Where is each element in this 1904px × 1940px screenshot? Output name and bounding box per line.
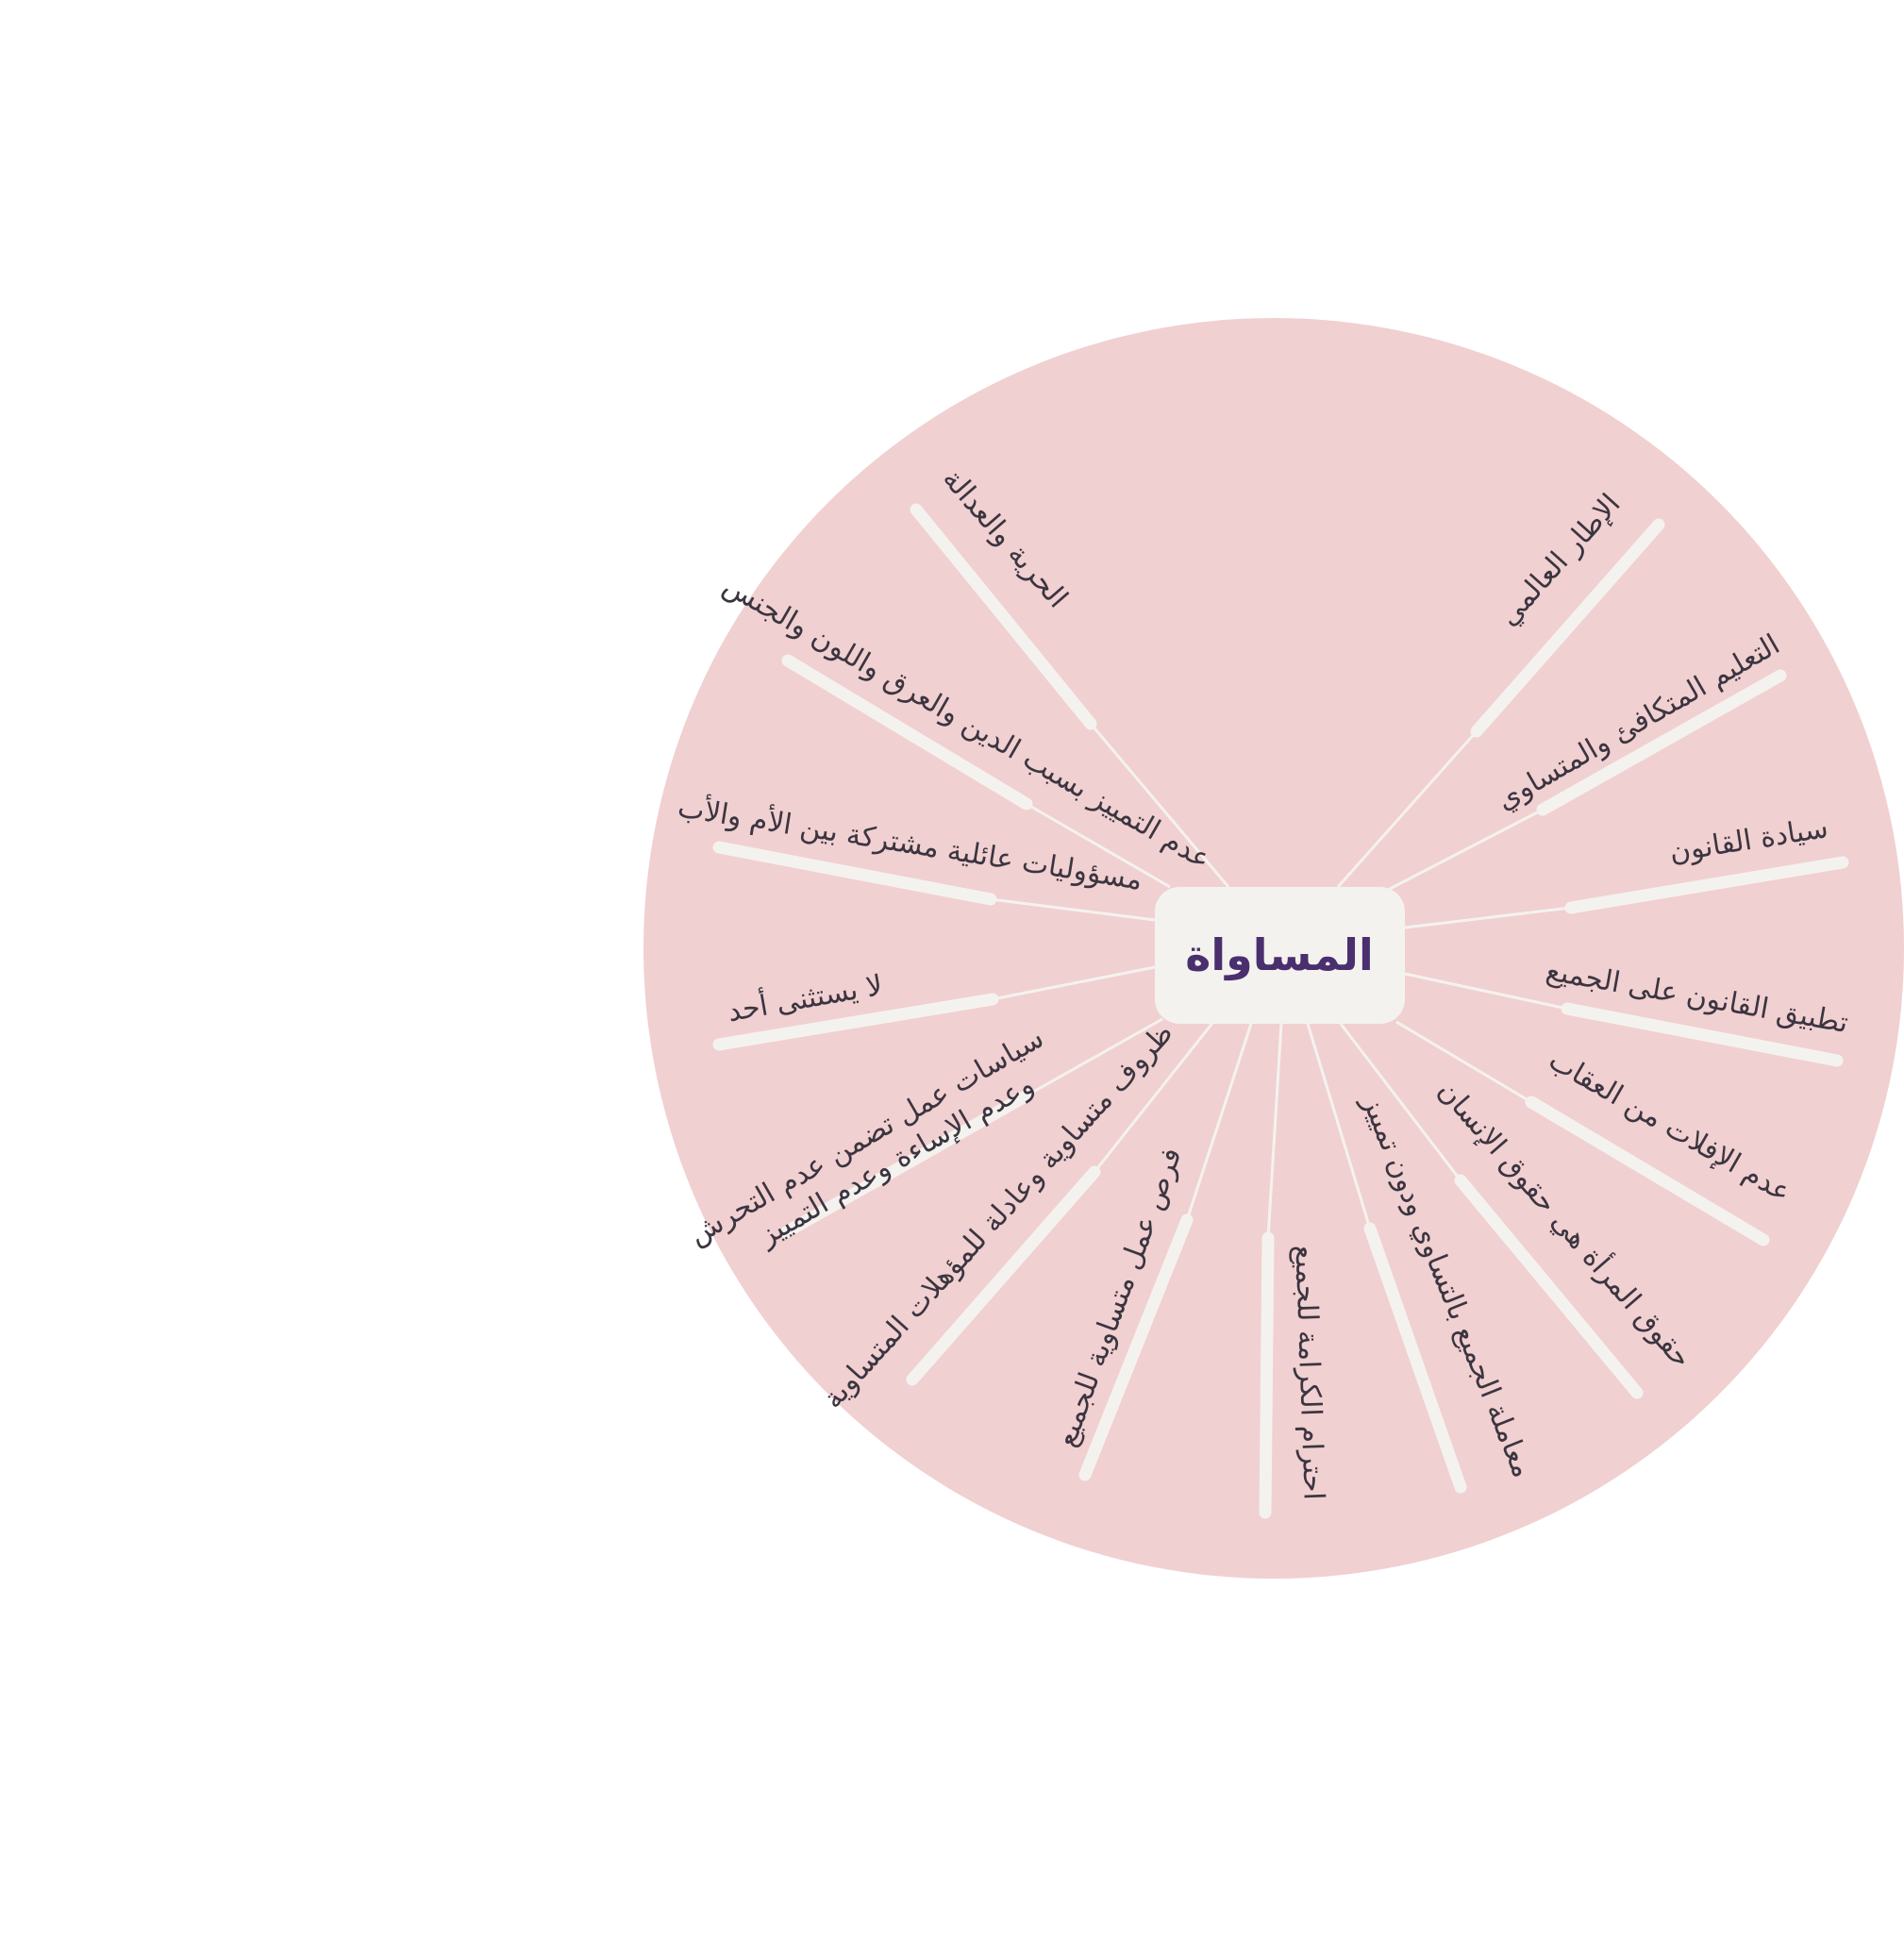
branch-connector [992, 965, 1156, 1001]
branch-connector [1306, 1023, 1372, 1229]
branch-bar[interactable] [1363, 1222, 1467, 1494]
branch-bar[interactable] [781, 654, 1033, 811]
branch-connector [1389, 808, 1544, 891]
center-box [1155, 887, 1405, 1024]
branch-bar[interactable] [1259, 1231, 1275, 1519]
branch-bars [712, 503, 1849, 1519]
branch-connector [1027, 1017, 1163, 1096]
center-title: المساواة [1185, 929, 1373, 980]
branch-connector [1266, 1023, 1283, 1239]
branch-bar[interactable] [1564, 856, 1849, 914]
branch-bar[interactable] [712, 841, 997, 906]
branch-connector [1404, 906, 1572, 929]
branch-bar[interactable] [712, 993, 999, 1051]
connector-lines [990, 723, 1572, 1239]
branch-bar[interactable] [1561, 1002, 1844, 1067]
branch-connector [1395, 1020, 1532, 1104]
branch-connector [1089, 723, 1230, 888]
branch-connector [1339, 1023, 1462, 1181]
branch-bar[interactable] [1454, 1174, 1644, 1399]
branch-bar[interactable] [906, 1165, 1101, 1386]
branch-bar[interactable] [910, 503, 1097, 730]
branch-bar[interactable] [1536, 669, 1787, 816]
branch-bar[interactable] [779, 1088, 1035, 1239]
branch-connector [990, 897, 1156, 922]
branch-bar[interactable] [1470, 518, 1665, 738]
center-node[interactable]: المساواة [1155, 887, 1405, 1024]
branch-bar[interactable] [1078, 1213, 1194, 1481]
branch-connector [1093, 1021, 1215, 1173]
branch-connector [1026, 802, 1171, 889]
branch-connector [1404, 972, 1568, 1011]
branch-connector [1336, 730, 1478, 888]
branch-connector [1185, 1023, 1253, 1221]
branch-bar[interactable] [1525, 1095, 1770, 1246]
